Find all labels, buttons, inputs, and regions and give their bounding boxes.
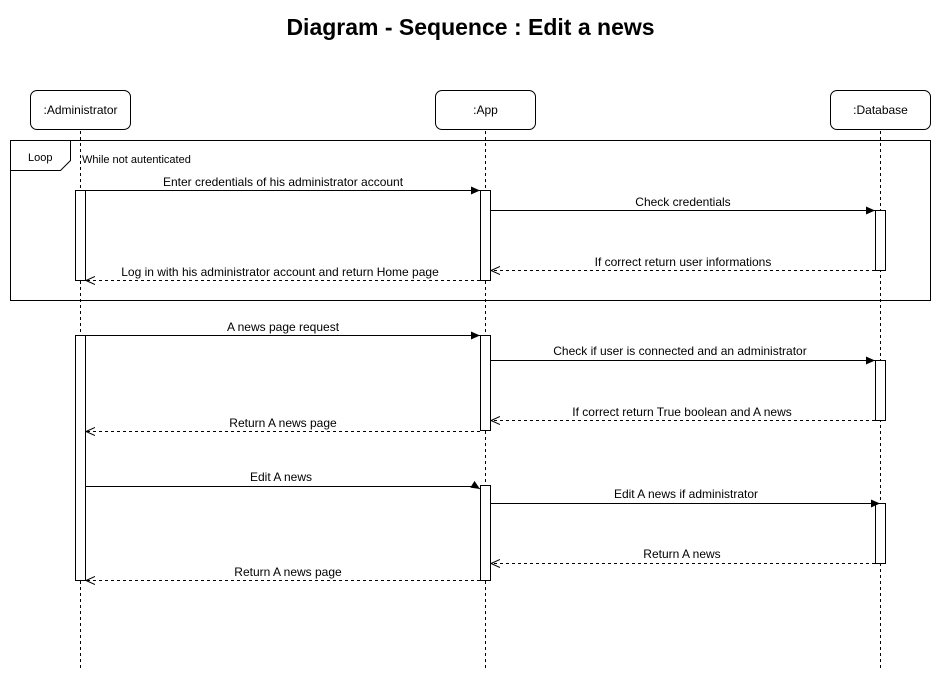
message-label-2: Check credentials [635, 195, 730, 209]
participant-database: :Database [830, 90, 931, 130]
activation-administrator-2 [75, 335, 86, 581]
message-label-11: Return A news [643, 547, 720, 561]
activation-database-1 [875, 210, 886, 271]
message-label-9: Edit A news [250, 470, 312, 484]
message-label-12: Return A news page [234, 565, 342, 579]
diagram-title: Diagram - Sequence : Edit a news [286, 14, 655, 40]
activation-app-1 [480, 190, 491, 281]
loop-label-box [10, 140, 71, 171]
activation-administrator-1 [75, 190, 86, 281]
loop-guard: While not autenticated [82, 154, 191, 166]
activation-database-2 [875, 360, 886, 421]
activation-database-3 [875, 503, 886, 564]
message-label-6: Check if user is connected and an admini… [553, 344, 806, 358]
message-label-7: If correct return True boolean and A new… [572, 405, 791, 419]
participant-administrator: :Administrator [30, 90, 131, 130]
message-arrow-9 [86, 480, 481, 490]
activation-app-3 [480, 485, 491, 581]
message-label-1: Enter credentials of his administrator a… [163, 175, 404, 189]
message-label-10: Edit A news if administrator [614, 487, 758, 501]
message-label-4: Log in with his administrator account an… [121, 265, 439, 279]
loop-fragment [10, 140, 931, 301]
activation-app-2 [480, 335, 491, 431]
message-label-8: Return A news page [229, 416, 337, 430]
message-label-5: A news page request [227, 320, 340, 334]
participant-app: :App [435, 90, 536, 130]
message-label-3: If correct return user informations [595, 255, 772, 269]
loop-label: Loop [28, 152, 52, 164]
